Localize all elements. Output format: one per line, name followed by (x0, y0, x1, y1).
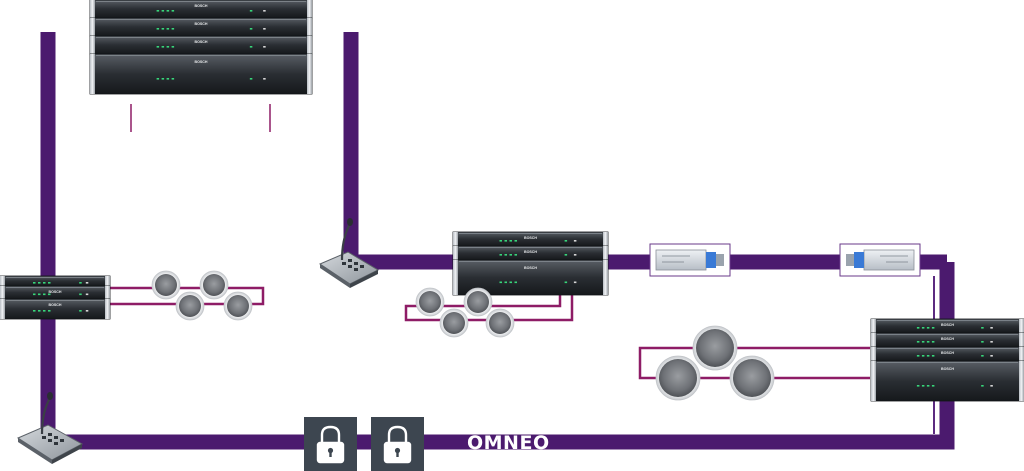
rack-unit: BOSCH (870, 318, 1024, 334)
cable-center-zone (404, 290, 574, 322)
rack-unit: BOSCH (89, 0, 313, 19)
security-lock-tile-2 (371, 417, 424, 471)
ceiling-speaker (692, 325, 738, 371)
rack-brand-label: BOSCH (941, 323, 954, 327)
ceiling-speakers-group (151, 270, 775, 401)
rack-unit: BOSCH (452, 245, 609, 261)
ceiling-speaker (439, 308, 469, 338)
rack-brand-label: BOSCH (195, 40, 208, 44)
ceiling-speaker (415, 287, 445, 317)
ceiling-speaker (729, 355, 775, 401)
rack-stack-center: BOSCH BOSCH BOSCH (452, 231, 609, 296)
fiber-module-right (839, 243, 921, 277)
fiber-module-left (649, 243, 731, 277)
rack-stack-left: BOSCH BOSCH (0, 275, 111, 320)
rack-brand-label: BOSCH (195, 22, 208, 26)
omneo-logo-text: OMNEO (467, 432, 550, 454)
rack-unit: BOSCH (870, 346, 1024, 362)
rack-unit: BOSCH (870, 360, 1024, 402)
rack-unit: BOSCH (870, 332, 1024, 348)
rack-stack-right: BOSCH BOSCH BOSCH BOSCH (870, 318, 1024, 402)
rack-brand-label: BOSCH (195, 4, 208, 8)
ceiling-speaker (223, 291, 253, 321)
rack-brand-label: BOSCH (195, 60, 208, 64)
rack-unit (0, 275, 111, 287)
rack-brand-label: BOSCH (941, 367, 954, 371)
rack-stack-top: BOSCH BOSCH BOSCH BOSCH (89, 0, 313, 95)
ceiling-speaker (655, 355, 701, 401)
rack-brand-label: BOSCH (49, 290, 62, 294)
ceiling-speaker (175, 291, 205, 321)
rack-unit: BOSCH (0, 285, 111, 300)
rack-brand-label: BOSCH (524, 266, 537, 270)
rack-brand-label: BOSCH (524, 250, 537, 254)
ceiling-speaker (151, 270, 181, 300)
call-station-bottom-left (16, 392, 84, 464)
rack-brand-label: BOSCH (941, 351, 954, 355)
rack-equipment-group: BOSCHBOSCHBOSCHBOSCHBOSCHBOSCHBOSCHBOSCH… (0, 0, 1024, 402)
rack-unit: BOSCH (89, 53, 313, 95)
call-station-center (318, 218, 380, 288)
rack-brand-label: BOSCH (49, 303, 62, 307)
ceiling-speaker (199, 270, 229, 300)
rack-unit: BOSCH (452, 231, 609, 247)
rack-unit: BOSCH (0, 298, 111, 320)
security-lock-tile-1 (304, 417, 357, 471)
ceiling-speaker (485, 308, 515, 338)
rack-brand-label: BOSCH (941, 337, 954, 341)
ceiling-speaker (463, 287, 493, 317)
rack-brand-label: BOSCH (524, 236, 537, 240)
rack-unit: BOSCH (89, 35, 313, 55)
rack-unit: BOSCH (89, 17, 313, 37)
